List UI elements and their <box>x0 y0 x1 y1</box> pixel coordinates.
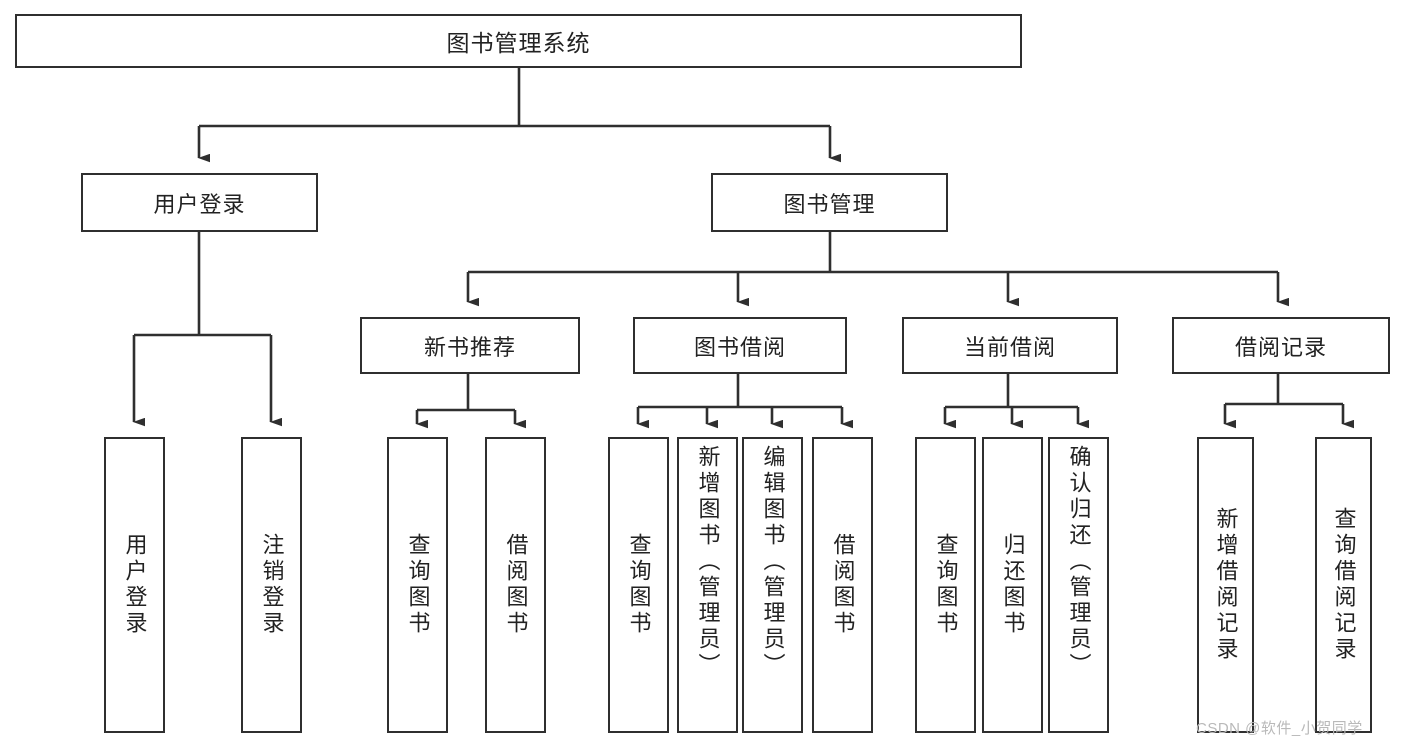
node-leaf-query-book-3[interactable]: 查询图书 <box>915 437 976 733</box>
node-leaf-edit-book[interactable]: 编辑图书（管理员） <box>742 437 803 733</box>
node-leaf-user-login[interactable]: 用户登录 <box>104 437 165 733</box>
node-current-borrow[interactable]: 当前借阅 <box>902 317 1118 374</box>
node-leaf-borrow-book-1[interactable]: 借阅图书 <box>485 437 546 733</box>
node-leaf-logout[interactable]: 注销登录 <box>241 437 302 733</box>
node-new-book-rec[interactable]: 新书推荐 <box>360 317 580 374</box>
node-root[interactable]: 图书管理系统 <box>15 14 1022 68</box>
node-user-login[interactable]: 用户登录 <box>81 173 318 232</box>
node-leaf-return-book[interactable]: 归还图书 <box>982 437 1043 733</box>
node-leaf-query-book-1[interactable]: 查询图书 <box>387 437 448 733</box>
node-leaf-add-book[interactable]: 新增图书（管理员） <box>677 437 738 733</box>
node-leaf-borrow-book-2[interactable]: 借阅图书 <box>812 437 873 733</box>
node-book-borrow[interactable]: 图书借阅 <box>633 317 847 374</box>
node-leaf-query-record[interactable]: 查询借阅记录 <box>1315 437 1372 733</box>
node-borrow-record[interactable]: 借阅记录 <box>1172 317 1390 374</box>
node-leaf-add-record[interactable]: 新增借阅记录 <box>1197 437 1254 733</box>
node-leaf-confirm-return[interactable]: 确认归还（管理员） <box>1048 437 1109 733</box>
node-book-manage[interactable]: 图书管理 <box>711 173 948 232</box>
node-leaf-query-book-2[interactable]: 查询图书 <box>608 437 669 733</box>
